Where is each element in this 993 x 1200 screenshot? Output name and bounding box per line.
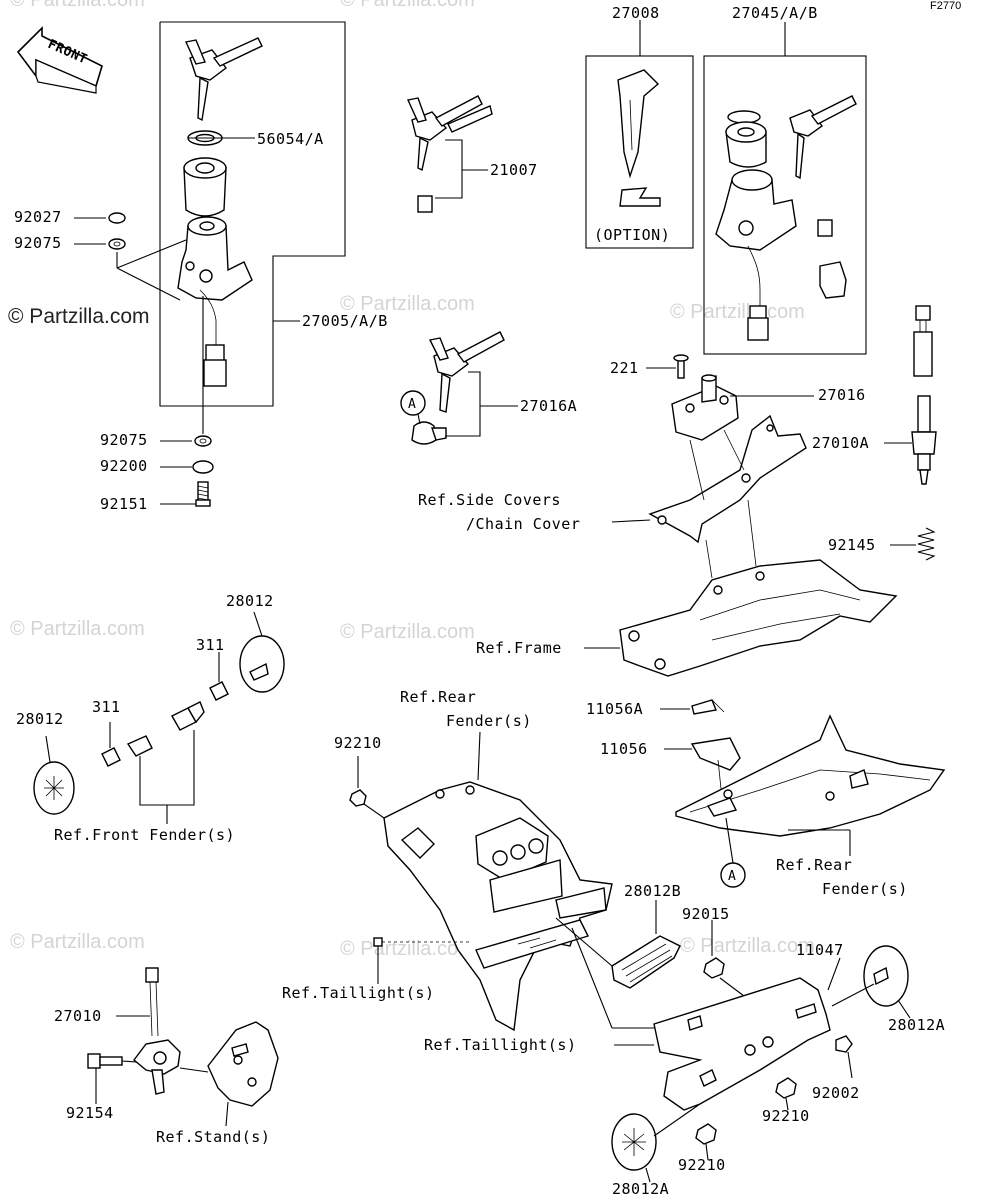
- label-rear-fender-r2: Fender(s): [822, 880, 908, 898]
- watermark-dark: © Partzilla.com: [8, 305, 150, 328]
- nut-92210-c: [695, 1123, 717, 1161]
- nut-92210-b: [775, 1077, 797, 1111]
- switch-27010A: [884, 305, 937, 485]
- reflector-28012A-right: [831, 945, 911, 1019]
- license-bracket-11047: [653, 957, 841, 1111]
- label-27016A: 27016A: [520, 397, 577, 415]
- stand-bracket: [179, 1021, 279, 1127]
- label-27010: 27010: [54, 1007, 102, 1025]
- taillight-screw: [373, 937, 470, 984]
- bolt-92154: [87, 1053, 137, 1104]
- watermark: © Partzilla.com: [10, 618, 145, 640]
- nut-92015: [703, 920, 725, 979]
- screw-92027: [108, 212, 126, 224]
- label-side-covers-2: /Chain Cover: [466, 515, 580, 533]
- label-21007: 21007: [490, 161, 538, 179]
- label-frame: Ref.Frame: [476, 639, 562, 657]
- callout-a-label-2: A: [728, 869, 736, 884]
- front-arrow-icon: FRONT: [16, 26, 103, 94]
- label-11047: 11047: [796, 941, 844, 959]
- bracket-11056: [660, 699, 741, 799]
- option-label: (OPTION): [594, 226, 670, 244]
- washer-92200: [192, 460, 214, 474]
- label-28012A-bottom: 28012A: [612, 1180, 669, 1198]
- label-11056: 11056: [600, 740, 648, 758]
- label-92210-b: 92210: [762, 1107, 810, 1125]
- label-28012-left: 28012: [16, 710, 64, 728]
- label-side-covers-1: Ref.Side Covers: [418, 491, 561, 509]
- callout-a-label: A: [408, 397, 416, 412]
- washer-92075-top: [108, 238, 126, 250]
- frame: [584, 499, 898, 677]
- watermark: © Partzilla.com: [680, 935, 815, 957]
- label-56054: 56054/A: [257, 130, 324, 148]
- latch-assembly: [646, 354, 814, 441]
- option-key-box: [585, 20, 694, 249]
- label-rear-fender-2: Fender(s): [446, 712, 532, 730]
- front-reflector-assembly: [33, 611, 285, 824]
- diagram-code: F2770: [930, 0, 961, 12]
- label-27008: 27008: [612, 4, 660, 22]
- watermark: © Partzilla.com: [670, 301, 805, 323]
- label-rear-fender-r1: Ref.Rear: [776, 856, 852, 874]
- reflector-28012A-bottom: [611, 1103, 701, 1183]
- label-27016: 27016: [818, 386, 866, 404]
- key-set-21007: [406, 95, 493, 213]
- cylinder-cap: [183, 157, 227, 217]
- label-92015: 92015: [682, 905, 730, 923]
- label-front-fender: Ref.Front Fender(s): [54, 826, 235, 844]
- label-92075-a: 92075: [14, 234, 62, 252]
- watermark: © Partzilla.com: [340, 0, 475, 11]
- label-311-b: 311: [92, 698, 121, 716]
- rear-fender-right: [675, 714, 946, 888]
- ignition-set-box-27045: [703, 22, 867, 355]
- label-92002: 92002: [812, 1084, 860, 1102]
- label-28012A-right: 28012A: [888, 1016, 945, 1034]
- watermark: © Partzilla.com: [10, 931, 145, 953]
- callout-a-marker: [400, 390, 426, 416]
- washer-92075-bottom: [194, 435, 212, 447]
- side-stand-switch: [116, 967, 181, 1095]
- label-28012-top: 28012: [226, 592, 274, 610]
- label-27010A: 27010A: [812, 434, 869, 452]
- spring-92145: [890, 527, 936, 561]
- seat-lock-27016A: [400, 331, 518, 445]
- rear-fender-center: [383, 731, 613, 1032]
- label-92151: 92151: [100, 495, 148, 513]
- ignition-switch-body: [177, 216, 253, 387]
- label-taillight-2: Ref.Taillight(s): [424, 1036, 577, 1054]
- label-stand: Ref.Stand(s): [156, 1128, 270, 1146]
- label-11056A: 11056A: [586, 700, 643, 718]
- ignition-switch-group: [108, 21, 346, 507]
- key-icon: [184, 37, 263, 122]
- label-27045: 27045/A/B: [732, 4, 818, 22]
- label-92075-b: 92075: [100, 431, 148, 449]
- label-27005: 27005/A/B: [302, 312, 388, 330]
- reflector-28012B: [555, 900, 681, 989]
- label-92200: 92200: [100, 457, 148, 475]
- label-28012B: 28012B: [624, 882, 681, 900]
- watermark: © Partzilla.com: [340, 621, 475, 643]
- bolt-92151: [195, 481, 211, 507]
- label-221: 221: [610, 359, 639, 377]
- bolt-92002: [835, 1035, 853, 1079]
- label-92027: 92027: [14, 208, 62, 226]
- label-92210-c: 92210: [678, 1156, 726, 1174]
- nut-92210-a: [349, 756, 385, 819]
- label-92154: 92154: [66, 1104, 114, 1122]
- label-taillight-1: Ref.Taillight(s): [282, 984, 435, 1002]
- label-311-a: 311: [196, 636, 225, 654]
- side-cover-bracket: [611, 414, 807, 544]
- label-92210-a: 92210: [334, 734, 382, 752]
- label-rear-fender-1: Ref.Rear: [400, 688, 476, 706]
- watermark: © Partzilla.com: [340, 293, 475, 315]
- label-92145: 92145: [828, 536, 876, 554]
- watermark: © Partzilla.com: [10, 0, 145, 11]
